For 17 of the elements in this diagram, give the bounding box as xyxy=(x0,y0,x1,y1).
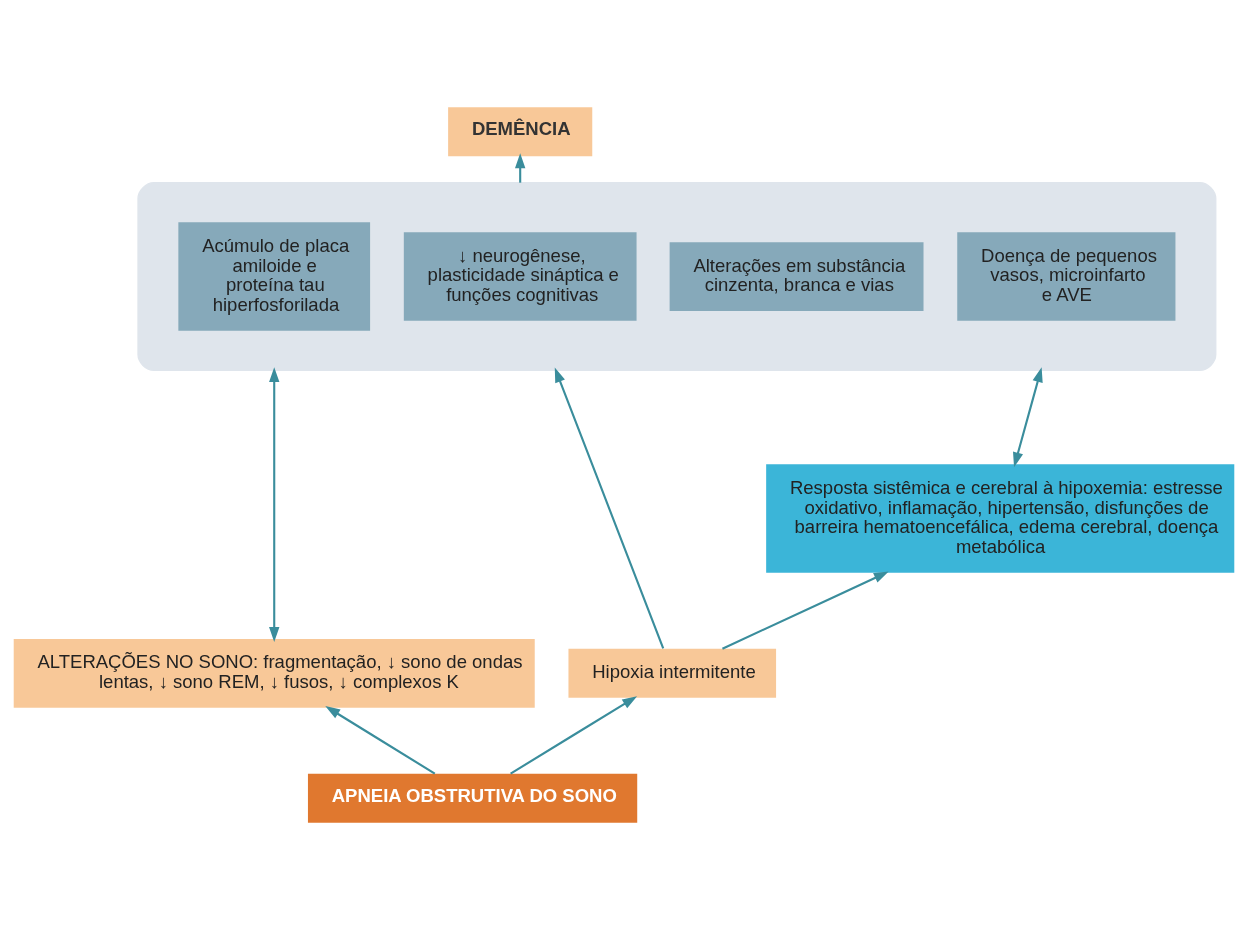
arrow xyxy=(722,571,889,650)
node-box: APNEIA OBSTRUTIVA DO SONO xyxy=(307,773,638,823)
arrow xyxy=(269,367,280,642)
node-box: Resposta sistêmica e cerebral à hipoxemia: estresse oxidativo, inflamação, hipertensão, disfunções de barreira hematoencefálica, edema cerebral, doença metabólica xyxy=(766,464,1235,573)
arrow xyxy=(510,696,638,775)
node-box: ALTERAÇÕES NO SONO: fragmentação, ↓ sono de ondas lentas, ↓ sono REM, ↓ fusos, ↓ complexos K xyxy=(13,638,535,708)
node-box: Doença de pequenos vasos, microinfarto e AVE xyxy=(957,232,1176,321)
arrow xyxy=(325,706,436,775)
arrow xyxy=(1013,367,1043,468)
node-box: Acúmulo de placa amiloide e proteína tau hiperfosforilada xyxy=(178,222,371,331)
arrow xyxy=(515,153,526,183)
node-box: Alterações em substância cinzenta, branca e vias xyxy=(669,242,924,311)
node-box: ↓ neurogênese, plasticidade sináptica e funções cognitivas xyxy=(403,232,637,321)
node-box: DEMÊNCIA xyxy=(448,107,593,157)
arrow xyxy=(554,367,665,649)
node-box: Hipoxia intermitente xyxy=(568,648,777,698)
cluster xyxy=(137,182,1217,372)
